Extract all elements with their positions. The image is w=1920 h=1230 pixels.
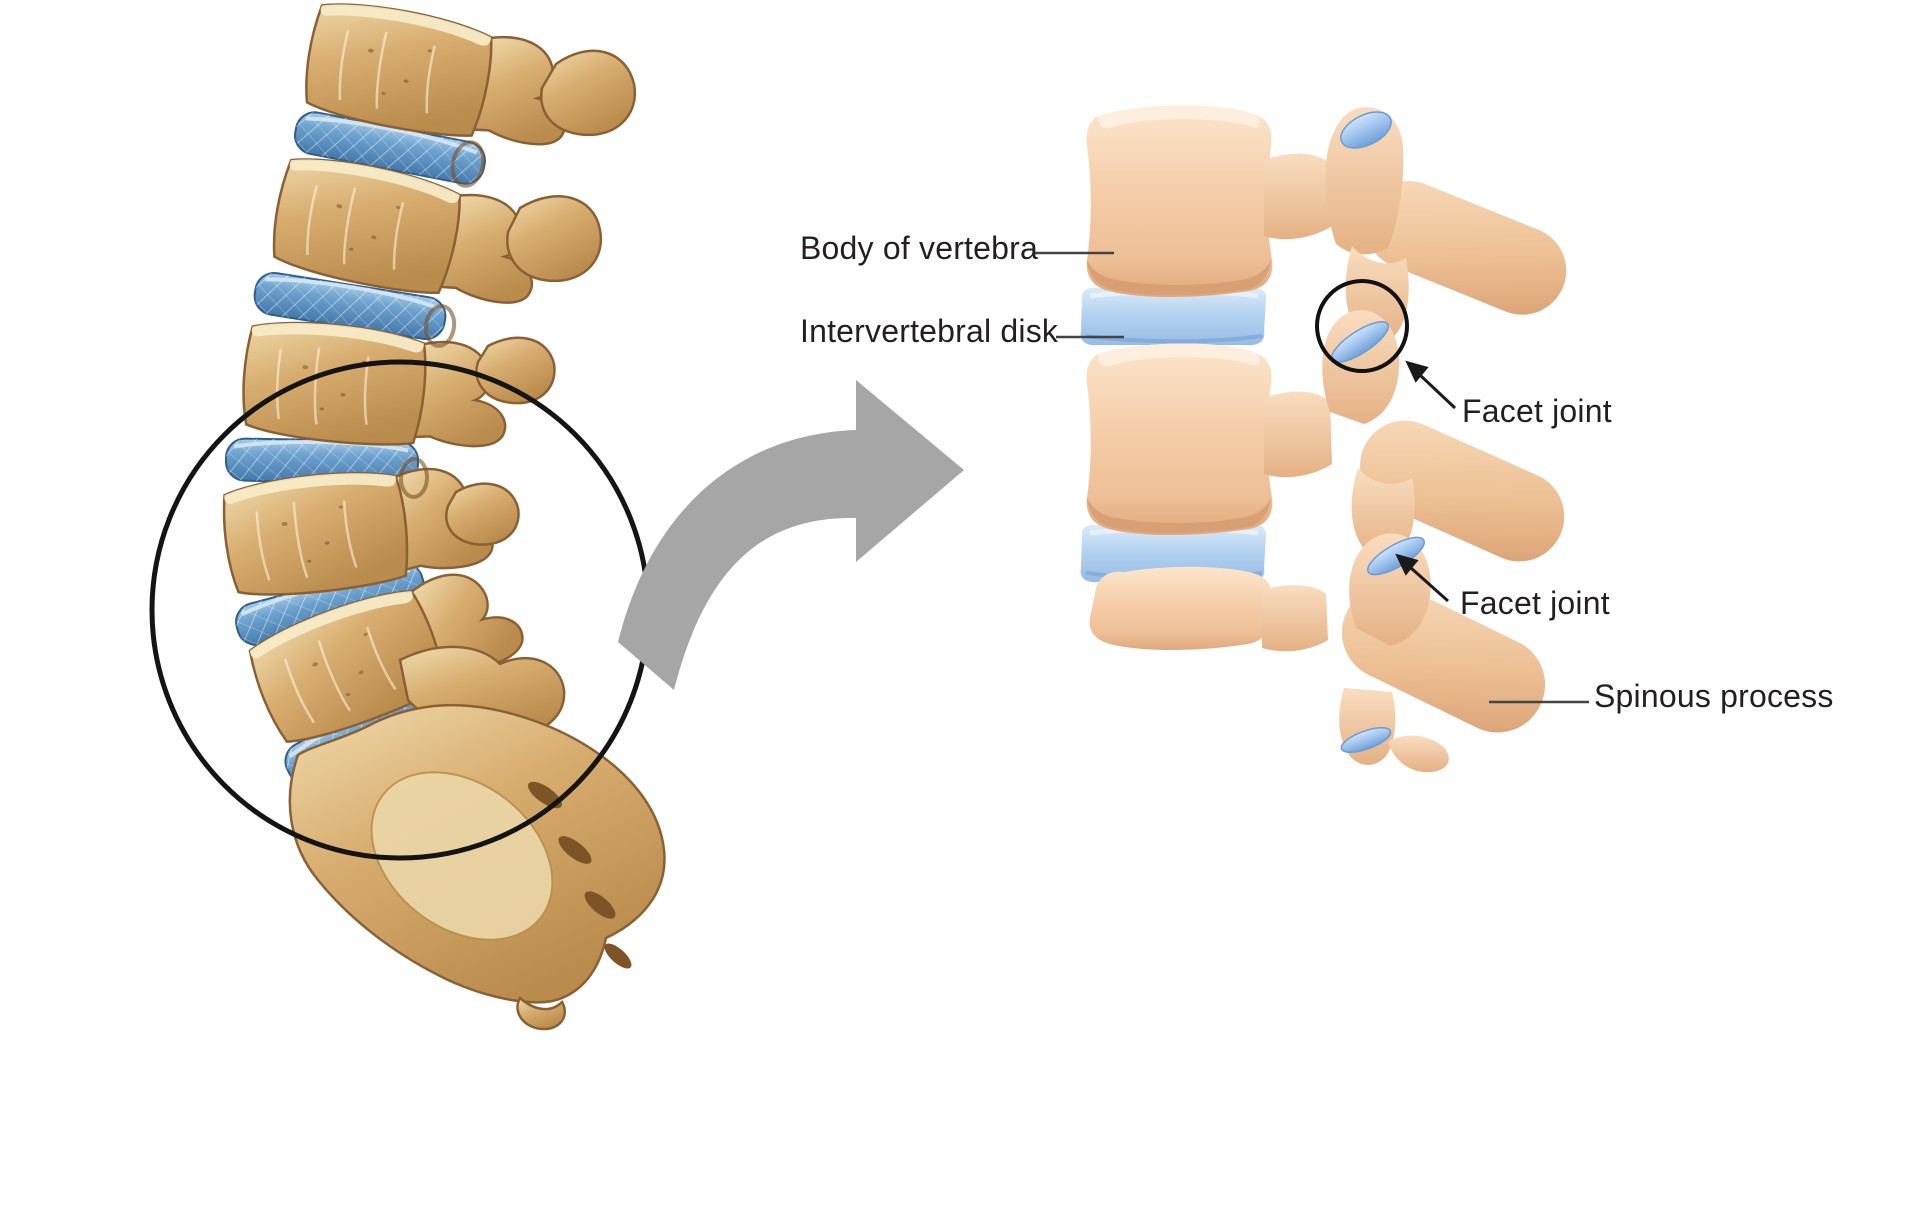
label-facet-joint-lower: Facet joint [1460, 585, 1610, 621]
vertebral-body-shapes [1086, 105, 1273, 650]
spinous-process-shapes [1341, 180, 1567, 733]
vertebrae-closeup-illustration [1081, 105, 1567, 773]
facet-arrow-upper-line [1419, 374, 1457, 410]
label-spinous-process: Spinous process [1594, 678, 1834, 714]
facet-joint-surfaces [1330, 111, 1426, 754]
label-intervertebral-disk: Intervertebral disk [800, 313, 1059, 349]
label-body-of-vertebra: Body of vertebra [800, 230, 1038, 266]
pedicle-shapes [1262, 153, 1332, 652]
sacrum [288, 703, 666, 1031]
facet-surface-top [1340, 111, 1392, 149]
sacral-foramina [527, 781, 632, 969]
sacrum-auricular-surface [370, 771, 554, 941]
leader-lines [1034, 251, 1589, 704]
detail-circle [1315, 279, 1409, 373]
facet-arrow-upper-head [1405, 360, 1429, 383]
coccyx [516, 996, 567, 1031]
annotation-graphics [1034, 251, 1589, 704]
facet-arrow-lower-line [1410, 566, 1449, 603]
magnify-arrow-icon [618, 380, 964, 690]
facet-arrow-lower-head [1395, 553, 1419, 576]
lumbar-spine-lateral-illustration [149, 0, 666, 1031]
facet-pointer-arrows [1395, 360, 1457, 603]
facet-surface-bottom [1340, 726, 1392, 754]
intervertebral-foramina [398, 140, 486, 499]
label-facet-joint-upper: Facet joint [1462, 393, 1612, 429]
